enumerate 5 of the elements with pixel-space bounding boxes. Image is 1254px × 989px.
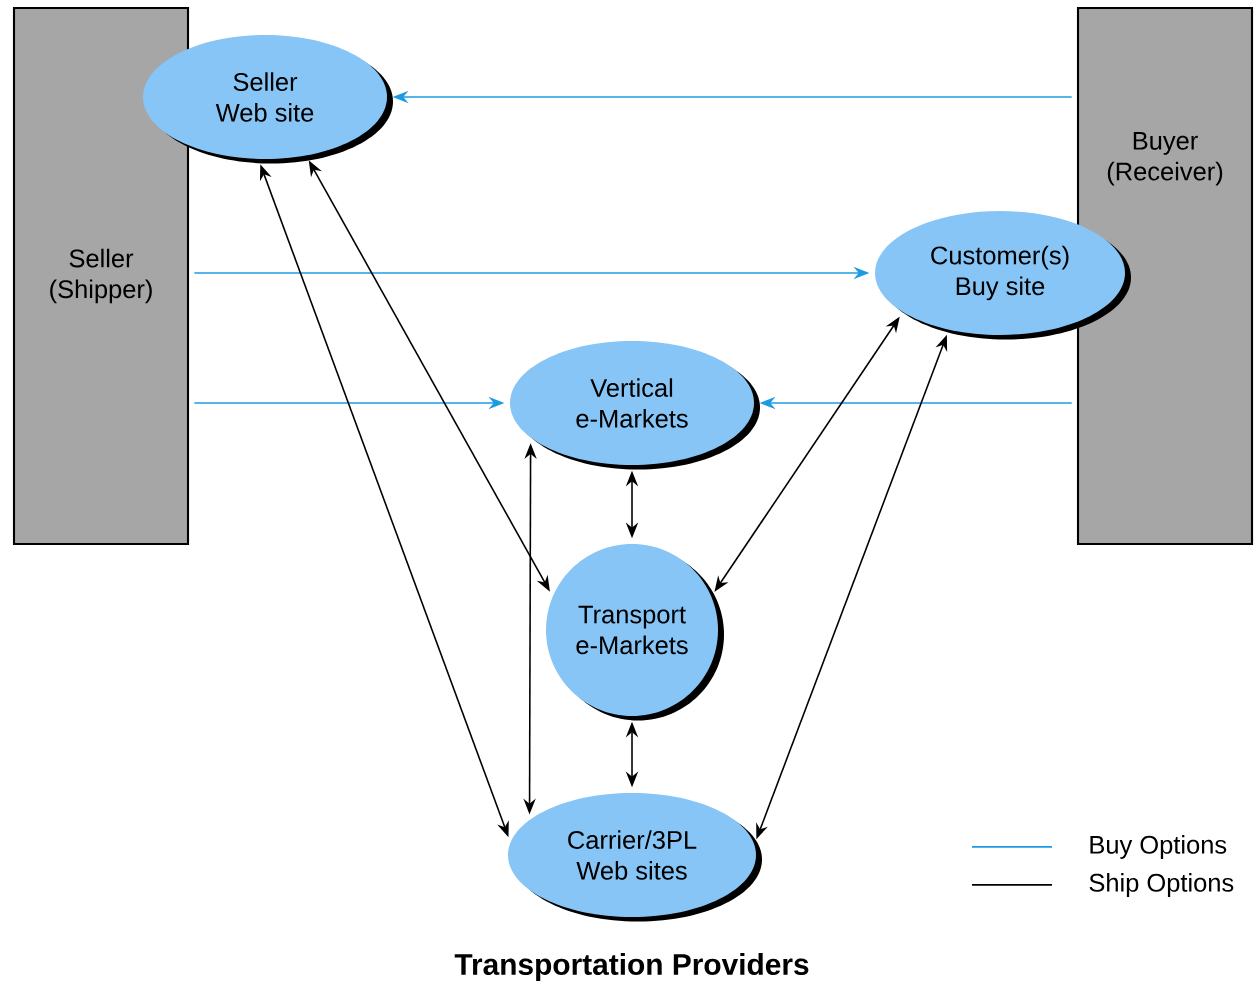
caption: Transportation Providers [454, 953, 809, 981]
side-bar: Seller (Shipper) [12, 6, 190, 546]
legend-label: Buy Options [1090, 835, 1227, 859]
side-bar: Buyer (Receiver) [1076, 6, 1254, 546]
legend-label: Ship Options [1089, 873, 1234, 897]
